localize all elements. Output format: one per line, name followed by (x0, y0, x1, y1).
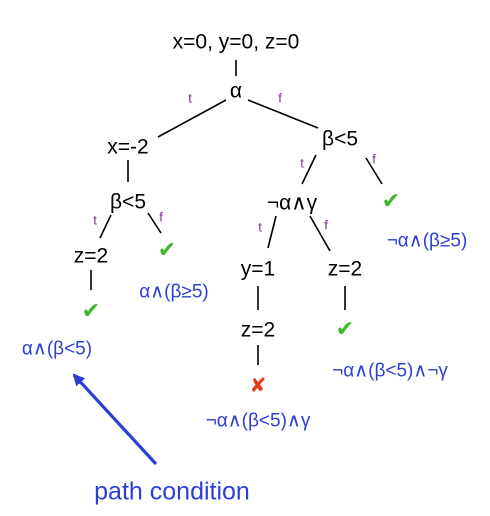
edge-beta-right-gamma (301, 154, 317, 185)
node-alpha: α (229, 79, 243, 103)
node-root: x=0, y=0, z=0 (172, 30, 300, 54)
branch-label-beta-left-f: f (159, 209, 163, 225)
edge-alpha-beta-right (247, 99, 319, 129)
branch-label-alpha-t: t (188, 90, 192, 106)
edge-beta-right-check (365, 157, 383, 185)
check-icon: ✔ (81, 298, 101, 323)
edge-alpha-x (157, 99, 227, 138)
branch-label-gamma-f: f (324, 217, 328, 233)
node-not-alpha-and-gamma: ¬α∧γ (266, 191, 318, 215)
edge-beta-left-check (147, 212, 162, 234)
path-condition-far-left: α∧(β<5) (21, 338, 93, 360)
path-condition-left-f: α∧(β≥5) (139, 281, 209, 303)
check-icon: ✔ (335, 316, 355, 341)
branch-label-beta-right-t: t (300, 155, 304, 171)
edge-gamma-y1 (267, 215, 277, 249)
cross-icon: ✘ (249, 375, 267, 397)
branch-label-gamma-t: t (258, 219, 262, 235)
node-x-neg2: x=-2 (107, 135, 149, 159)
edge-beta-left-z2 (99, 214, 112, 239)
caption-path-condition: path condition (94, 477, 250, 506)
edge-gamma-z2 (309, 215, 331, 252)
path-condition-right-f: ¬α∧(β≥5) (386, 230, 468, 252)
node-y1: y=1 (240, 257, 276, 281)
node-z2-left: z=2 (73, 244, 109, 268)
check-icon: ✔ (157, 237, 177, 262)
branch-label-beta-right-f: f (372, 151, 376, 167)
branch-label-alpha-f: f (278, 90, 282, 106)
branch-label-beta-left-t: t (93, 212, 97, 228)
node-beta-lt5-right: β<5 (321, 127, 359, 151)
node-z2-bottom: z=2 (240, 318, 276, 342)
node-beta-lt5-left: β<5 (109, 190, 147, 214)
path-condition-middle-ok: ¬α∧(β<5)∧¬γ (332, 360, 448, 382)
caption-arrow (72, 373, 158, 466)
path-condition-middle-fail: ¬α∧(β<5)∧γ (205, 410, 311, 432)
check-icon: ✔ (381, 188, 401, 213)
node-z2-right: z=2 (327, 257, 363, 281)
